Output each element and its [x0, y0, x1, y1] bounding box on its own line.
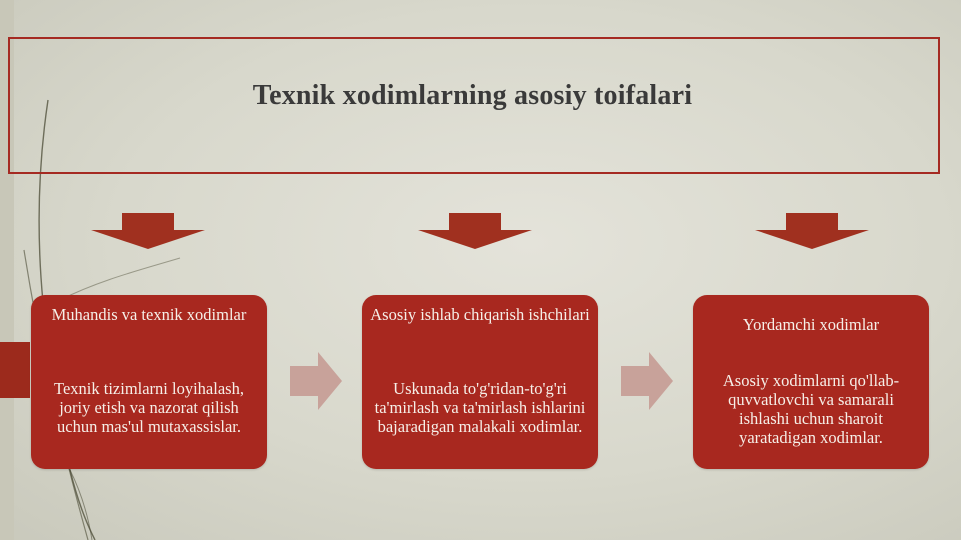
down-arrow-icon: [418, 213, 532, 249]
category-box-engineers: Muhandis va texnik xodimlar Texnik tizim…: [31, 295, 267, 469]
category-description: Asosiy xodimlarni qo'llab-quvvatlovchi v…: [722, 371, 900, 447]
category-box-production-workers: Asosiy ishlab chiqarish ishchilari Uskun…: [362, 295, 598, 469]
category-description: Texnik tizimlarni loyihalash, joriy etis…: [54, 379, 244, 436]
category-description: Uskunada to'g'ridan-to'g'ri ta'mirlash v…: [374, 379, 586, 436]
title-frame: [8, 37, 940, 174]
down-arrow-icon: [755, 213, 869, 249]
page-title: Texnik xodimlarning asosiy toifalari: [252, 80, 693, 111]
category-box-support-staff: Yordamchi xodimlar Asosiy xodimlarni qo'…: [693, 295, 929, 469]
right-arrow-icon: [290, 352, 342, 410]
right-arrow-icon: [621, 352, 673, 410]
category-heading: Asosiy ishlab chiqarish ishchilari: [370, 305, 590, 324]
category-heading: Yordamchi xodimlar: [742, 315, 880, 334]
down-arrow-icon: [91, 213, 205, 249]
category-heading: Muhandis va texnik xodimlar: [51, 305, 247, 324]
accent-tab: [0, 342, 30, 398]
left-strip: [0, 0, 14, 540]
